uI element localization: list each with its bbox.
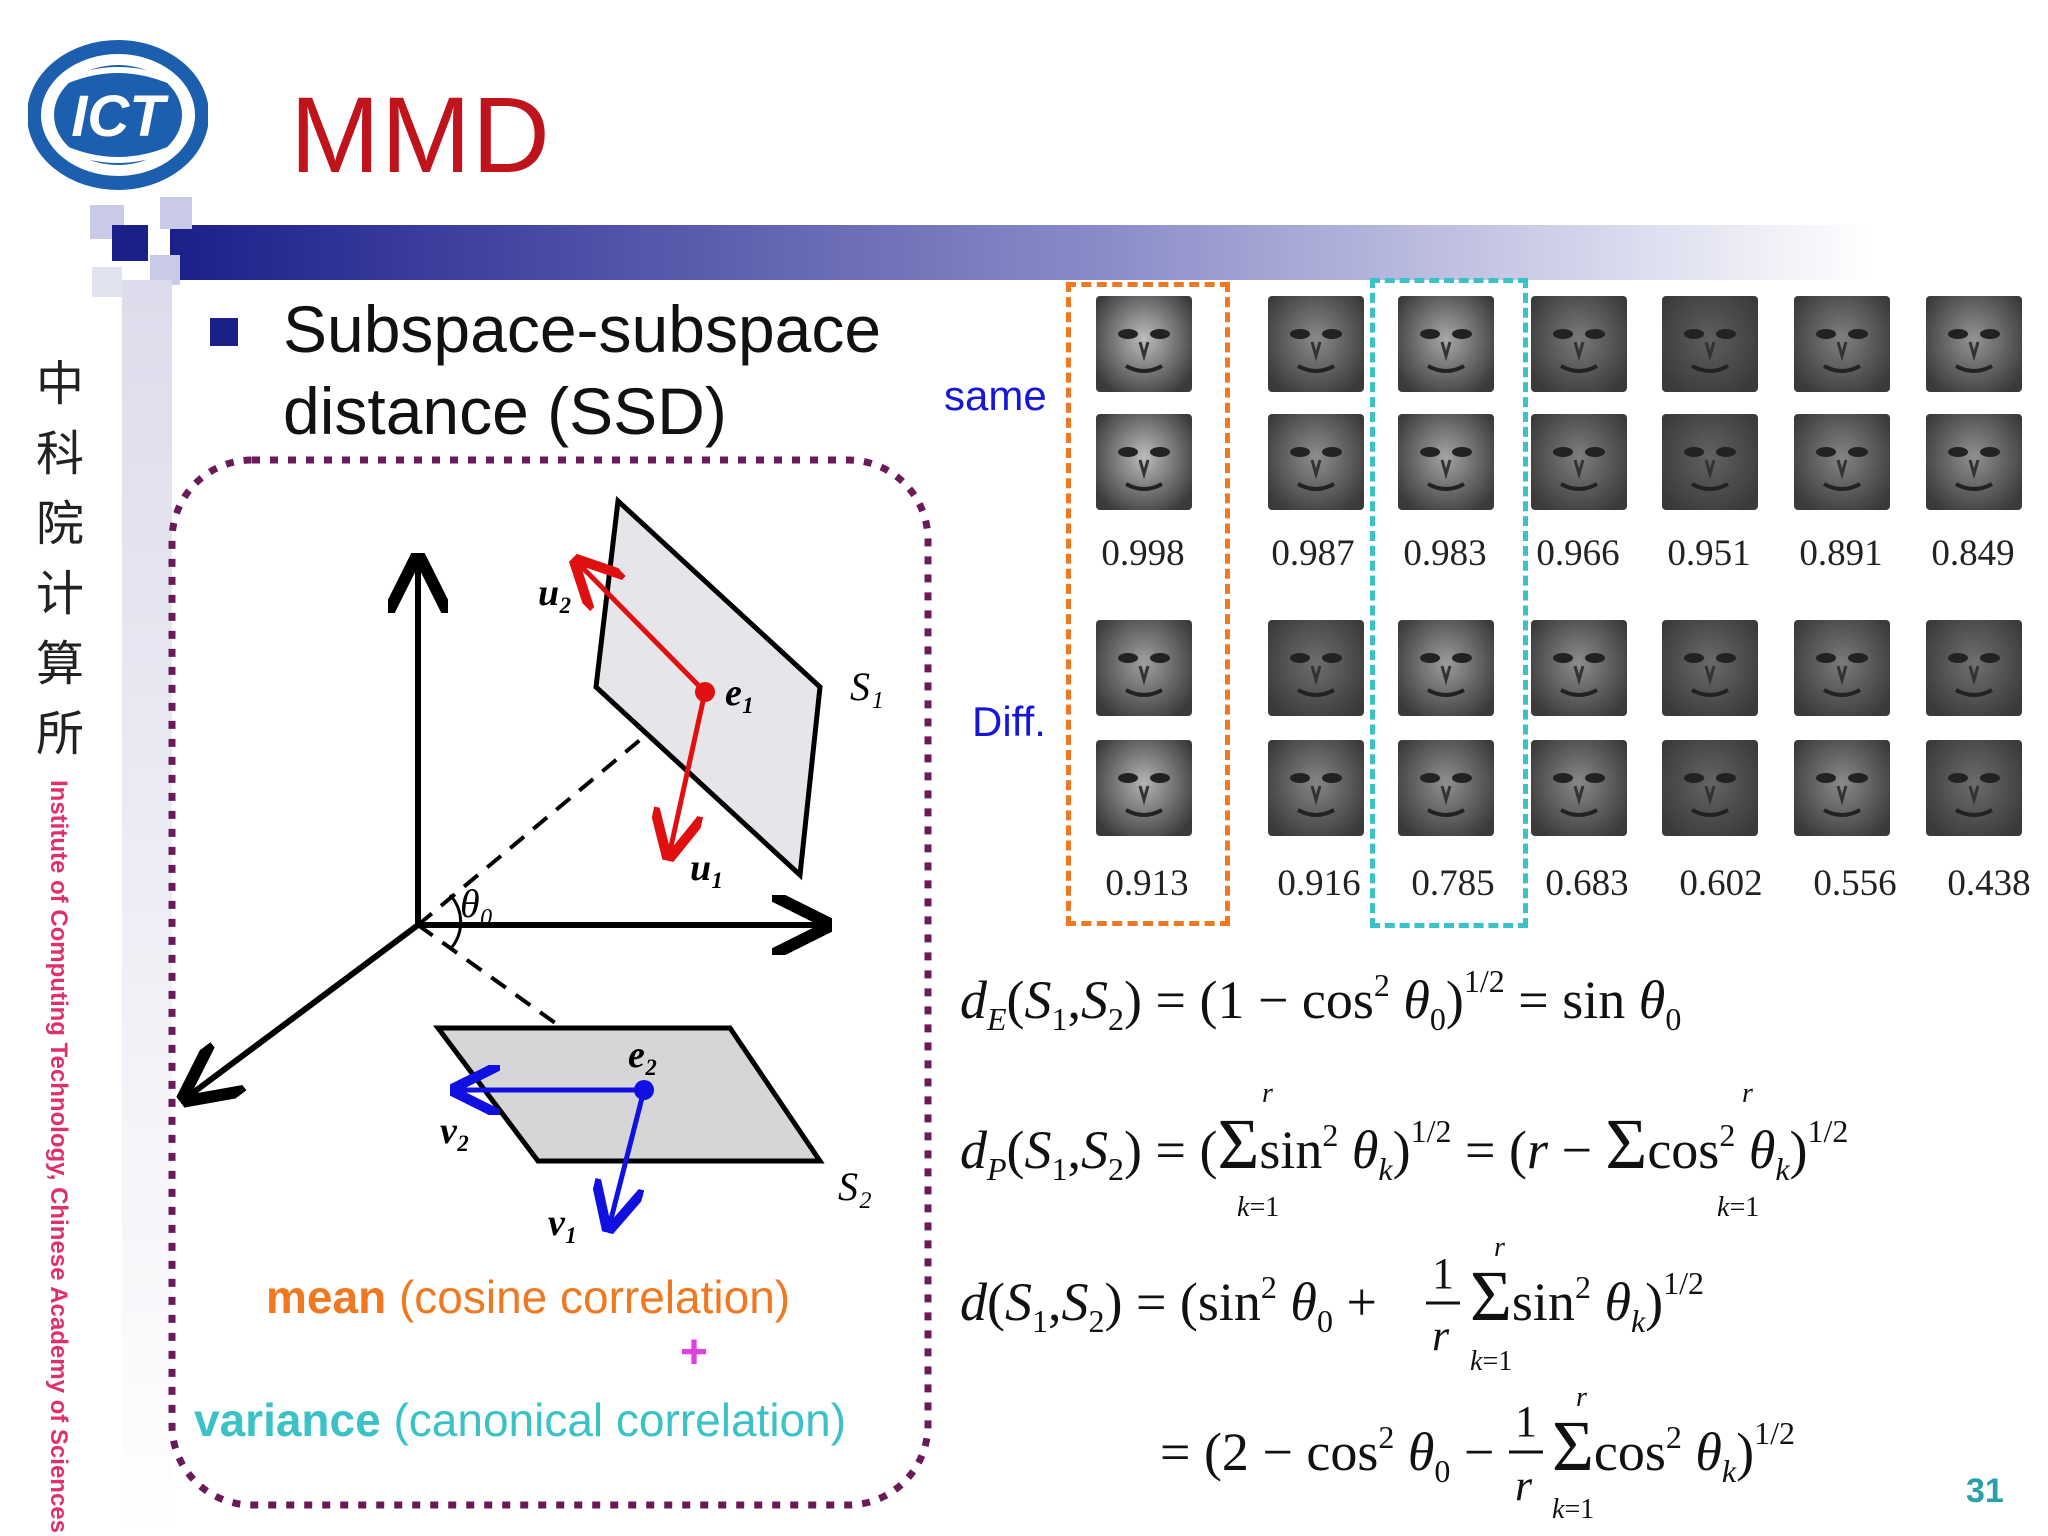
svg-text:Σcos2 θk)1/2: Σcos2 θk)1/2 xyxy=(1552,1406,1795,1489)
svg-text:k=1: k=1 xyxy=(1552,1494,1594,1520)
svg-text:r: r xyxy=(1262,1078,1273,1109)
diff-value-1: 0.913 xyxy=(1105,863,1189,904)
face-thumbnail xyxy=(1794,414,1890,510)
face-thumbnail xyxy=(1268,620,1364,716)
face-thumbnail xyxy=(1531,740,1627,836)
svg-text:1: 1 xyxy=(1515,1397,1537,1446)
subspace-figure: u₂ e₁ u₁ e₂ v₂ v₁ S₁ S₂ θ₀ xyxy=(168,456,932,1509)
label-e2: e₂ xyxy=(628,1034,658,1076)
svg-text:算: 算 xyxy=(36,636,84,692)
face-thumbnail xyxy=(1926,740,2022,836)
face-thumbnail xyxy=(1794,740,1890,836)
diff-value-4: 0.683 xyxy=(1545,863,1629,904)
svg-text:d(S1,S2) = (sin2 θ0 +: d(S1,S2) = (sin2 θ0 + xyxy=(960,1269,1377,1339)
bullet-square xyxy=(210,318,238,346)
purple-dotted-frame xyxy=(168,456,932,1509)
left-stripe xyxy=(122,280,172,1536)
side-text-en: Institute of Computing Technology, Chine… xyxy=(45,780,72,1533)
cyan-highlight-box xyxy=(1370,278,1528,928)
plane-s2 xyxy=(432,1025,825,1164)
formulas: dE(S1,S2) = (1 − cos2 θ0)1/2 = sin θ0 dP… xyxy=(960,963,1848,1520)
mean-rest: (cosine correlation) xyxy=(386,1271,791,1323)
formula-2: dP(S1,S2) = (Σsin2 θk)1/2 = (r − Σcos2 θ… xyxy=(960,1078,1848,1223)
label-u1: u₁ xyxy=(690,847,724,889)
ict-logo: ICT xyxy=(28,40,208,190)
svg-text:科: 科 xyxy=(36,426,84,482)
diff-value-5: 0.602 xyxy=(1679,863,1763,904)
slide-title: MMD xyxy=(290,74,551,195)
diff-value-3: 0.785 xyxy=(1411,863,1495,904)
svg-text:院: 院 xyxy=(36,496,84,552)
diff-value-2: 0.916 xyxy=(1277,863,1361,904)
face-thumbnail xyxy=(1531,414,1627,510)
face-thumbnail xyxy=(1926,414,2022,510)
label-e1: e₁ xyxy=(725,672,755,714)
same-value-7: 0.849 xyxy=(1931,533,2015,574)
svg-text:dE(S1,S2) = (1 − cos2 θ0)1/2 =: dE(S1,S2) = (1 − cos2 θ0)1/2 = sin θ0 xyxy=(960,963,1681,1037)
diff-label-wrap: Diff. xyxy=(972,698,1046,746)
diff-value-6: 0.556 xyxy=(1813,863,1897,904)
formula-1: dE(S1,S2) = (1 − cos2 θ0)1/2 = sin θ0 xyxy=(960,963,1681,1037)
svg-text:k=1: k=1 xyxy=(1470,1346,1512,1377)
label-u2: u₂ xyxy=(538,572,572,614)
svg-text:k=1: k=1 xyxy=(1237,1192,1279,1223)
svg-text:计: 计 xyxy=(36,566,84,622)
face-thumbnail xyxy=(1268,740,1364,836)
svg-text:r: r xyxy=(1576,1382,1587,1413)
face-thumbnail xyxy=(1794,620,1890,716)
svg-text:r: r xyxy=(1515,1461,1533,1510)
face-thumbnail xyxy=(1926,620,2022,716)
label-s2: S₂ xyxy=(838,1164,872,1209)
face-thumbnail xyxy=(1531,620,1627,716)
mean-caption: mean (cosine correlation) xyxy=(266,1270,790,1324)
page-number: 31 xyxy=(1966,1472,2004,1510)
svg-text:r: r xyxy=(1742,1078,1753,1109)
face-thumbnail xyxy=(1662,740,1758,836)
same-value-4: 0.966 xyxy=(1536,533,1620,574)
side-text-cn: 中 科 院 计 算 所 xyxy=(36,360,84,760)
svg-text:r: r xyxy=(1494,1232,1505,1263)
label-theta0: θ₀ xyxy=(460,881,494,926)
orange-highlight-box xyxy=(1066,282,1230,926)
face-thumbnail xyxy=(1662,620,1758,716)
mean-bold: mean xyxy=(266,1271,387,1323)
label-v2: v₂ xyxy=(440,1110,470,1152)
label-s1: S₁ xyxy=(850,664,884,709)
svg-text:Σsin2 θk)1/2: Σsin2 θk)1/2 xyxy=(1470,1256,1704,1339)
same-value-5: 0.951 xyxy=(1667,533,1751,574)
same-label-wrap: same xyxy=(944,372,1047,420)
svg-text:r: r xyxy=(1432,1311,1450,1360)
same-value-1: 0.998 xyxy=(1101,533,1185,574)
label-v1: v₁ xyxy=(548,1202,578,1244)
face-thumbnail xyxy=(1268,414,1364,510)
plus-sign: + xyxy=(680,1326,709,1379)
same-label: same xyxy=(944,372,1047,419)
diff-label: Diff. xyxy=(972,698,1046,745)
bullet-text: Subspace-subspace distance (SSD) xyxy=(283,288,881,452)
same-value-2: 0.987 xyxy=(1271,533,1355,574)
svg-text:所: 所 xyxy=(36,706,84,760)
variance-caption: variance (canonical correlation) xyxy=(194,1393,846,1447)
same-value-6: 0.891 xyxy=(1799,533,1883,574)
bullet-line-1: Subspace-subspace xyxy=(283,292,882,366)
variance-rest: (canonical correlation) xyxy=(380,1394,847,1446)
bullet-line-2: distance (SSD) xyxy=(283,374,727,448)
logo-text: ICT xyxy=(71,84,169,149)
formula-4: = (2 − cos2 θ0 − 1 r Σcos2 θk)1/2 r k=1 xyxy=(1160,1382,1795,1520)
svg-text:dP(S1,S2) = (Σsin2 θk)1/2 = (r: dP(S1,S2) = (Σsin2 θk)1/2 = (r − Σcos2 θ… xyxy=(960,1104,1848,1187)
diff-value-7: 0.438 xyxy=(1947,863,2031,904)
svg-text:中: 中 xyxy=(36,360,84,412)
variance-bold: variance xyxy=(194,1394,381,1446)
face-thumbnail xyxy=(1662,414,1758,510)
svg-text:= (2 − cos2 θ0 −: = (2 − cos2 θ0 − xyxy=(1160,1419,1494,1489)
svg-text:1: 1 xyxy=(1432,1249,1454,1298)
same-value-3: 0.983 xyxy=(1403,533,1487,574)
formula-3: d(S1,S2) = (sin2 θ0 + 1 r Σsin2 θk)1/2 r… xyxy=(960,1232,1704,1377)
svg-text:k=1: k=1 xyxy=(1717,1192,1759,1223)
